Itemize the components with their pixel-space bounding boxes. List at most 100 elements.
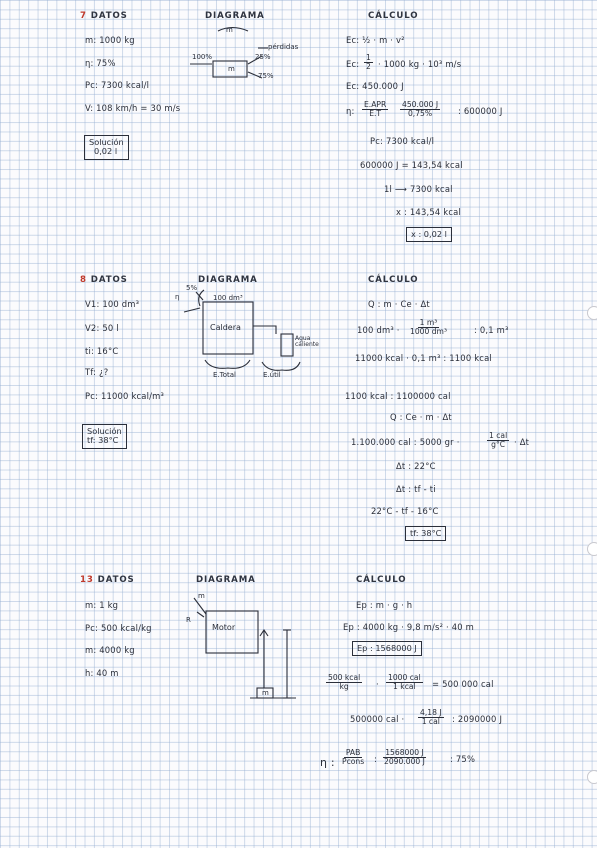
problem8-eq2-left: 100 dm³ · bbox=[357, 325, 400, 335]
problem13-input-line bbox=[193, 597, 207, 615]
problem7-solution-box: Solución 0,02 l bbox=[84, 135, 129, 160]
problem7-eq2-num: 1 bbox=[364, 53, 373, 63]
problem13-eq6-result: : 75% bbox=[450, 754, 476, 764]
problem8-eq1: Q : m · Ce · Δt bbox=[368, 299, 430, 309]
problem8-pipe bbox=[253, 325, 277, 334]
problem7-eq8: x : 143,54 kcal bbox=[396, 207, 461, 217]
problem13-eq4-frac1: 500 kcal kg bbox=[326, 673, 363, 691]
problem7-eq4-f2-den: 0,75% bbox=[407, 108, 433, 118]
problem8-caldera-box bbox=[202, 301, 254, 355]
problem8-number: 8 bbox=[80, 275, 87, 285]
problem7-result: x : 0,02 l bbox=[411, 229, 447, 239]
problem7-loss-arrow bbox=[247, 55, 263, 65]
binder-hole-2 bbox=[587, 542, 597, 556]
problem13-m2: m: 4000 kg bbox=[85, 645, 135, 655]
problem13-motor-box bbox=[205, 610, 259, 654]
problem13-eq3: Ep : 1568000 J bbox=[357, 643, 417, 653]
problem13-diagram-mbox: m bbox=[262, 689, 269, 697]
problem13-eq6-f1-den: Pcons bbox=[342, 756, 365, 766]
problem13-eq4-f2-num: 1000 cal bbox=[386, 673, 423, 683]
problem7-output-arrow bbox=[247, 71, 263, 79]
problem8-eq2-den: 1000 dm³ bbox=[410, 326, 448, 336]
problem13-heading: 13 DATOS bbox=[80, 576, 135, 585]
problem13-rope-arrow bbox=[259, 629, 269, 637]
problem7-diagram-25: 25% bbox=[255, 53, 271, 61]
problem8-eq2-right: : 0,1 m³ bbox=[474, 325, 509, 335]
problem8-diagram-100dm3: 100 dm³ bbox=[213, 294, 243, 302]
problem13-eq4-right: = 500 000 cal bbox=[432, 679, 494, 689]
problem13-eq4-f1-num: 500 kcal bbox=[326, 673, 363, 683]
problem8-eq2-frac: 1 m³ 1000 dm³ bbox=[408, 319, 449, 336]
problem8-solution-box: Solución tf: 38°C bbox=[82, 424, 127, 449]
problem8-eq6-den: g°C bbox=[491, 439, 506, 449]
problem7-eq2-left: Ec: bbox=[346, 59, 360, 69]
problem13-r-line bbox=[196, 611, 205, 618]
problem8-eq5: Q : Ce · m · Δt bbox=[390, 412, 452, 422]
problem7-eq4-f2-num: 450.000 J bbox=[400, 100, 441, 110]
problem8-loss-arc bbox=[198, 289, 205, 307]
problem7-eq4-eta: η: bbox=[346, 106, 355, 116]
problem13-eq2: Ep : 4000 kg · 9,8 m/s² · 40 m bbox=[343, 622, 475, 632]
problem13-eq6-frac1: PAB Pcons bbox=[340, 749, 366, 766]
problem8-eutil-brace bbox=[261, 361, 301, 371]
problem8-eq4: 1100 kcal : 1100000 cal bbox=[345, 391, 451, 401]
problem8-eq6-right: · Δt bbox=[514, 437, 530, 447]
problem13-datos-heading: DATOS bbox=[97, 575, 135, 585]
problem13-eq6-mid: : bbox=[374, 754, 378, 764]
problem13-eq1: Ep : m · g · h bbox=[356, 600, 413, 610]
problem8-pc: Pc: 11000 kcal/m³ bbox=[85, 391, 165, 401]
problem7-velocity: V: 108 km/h = 30 m/s bbox=[85, 103, 181, 113]
problem8-agua-tank bbox=[280, 333, 294, 357]
problem8-diagram-eutil: E.útil bbox=[263, 371, 281, 379]
problem13-eq5-frac: 4,18 J 1 cal bbox=[418, 709, 444, 726]
binder-hole-1 bbox=[587, 306, 597, 320]
problem7-heading: 7 DATOS bbox=[80, 12, 128, 21]
problem8-diagram-5pct: 5% bbox=[186, 284, 198, 292]
problem7-efficiency: η: 75% bbox=[85, 58, 116, 68]
problem8-eq6-num: 1 cal bbox=[487, 431, 510, 441]
problem8-eta-line bbox=[183, 307, 201, 313]
problem13-eq4-f1-den: kg bbox=[339, 681, 349, 691]
problem8-diagram-agua: Agua caliente bbox=[295, 335, 319, 349]
problem7-eq4-result: : 600000 J bbox=[458, 106, 503, 116]
problem8-v2: V2: 50 l bbox=[85, 323, 119, 333]
problem7-eq4-f1-den: E.T bbox=[369, 108, 382, 118]
problem7-eq2-right: · 1000 kg · 10³ m/s bbox=[378, 59, 462, 69]
problem7-diagram-75: 75% bbox=[258, 72, 274, 80]
problem8-result-box: tf: 38°C bbox=[405, 526, 447, 542]
problem8-eq9: 22°C - tf - 16°C bbox=[371, 506, 439, 516]
problem7-result-box: x : 0,02 l bbox=[406, 227, 452, 243]
problem7-diagram-100: 100% bbox=[192, 53, 213, 61]
problem13-diagram-m: m bbox=[198, 592, 205, 600]
problem13-eq4-frac2: 1000 cal 1 kcal bbox=[386, 674, 423, 691]
problem7-number: 7 bbox=[80, 11, 87, 21]
problem8-ti: ti: 16°C bbox=[85, 346, 119, 356]
problem7-eq4-f1-num: E.APR bbox=[362, 100, 389, 110]
problem13-diagram-heading: DIAGRAMA bbox=[196, 575, 256, 585]
problem13-eq6-frac2: 1568000 J 2090.000 J bbox=[382, 749, 427, 766]
problem8-eq7: Δt : 22°C bbox=[396, 461, 436, 471]
problem13-eq4-f2-den: 1 kcal bbox=[393, 681, 416, 691]
problem8-eq6-left: 1.100.000 cal : 5000 gr · bbox=[351, 437, 460, 447]
problem13-eq6-eta: η : bbox=[320, 756, 335, 769]
problem7-eq2-frac: 1 2 bbox=[364, 54, 373, 71]
problem7-eq7: 1l ⟶ 7300 kcal bbox=[384, 184, 453, 194]
problem8-tf: Tf: ¿? bbox=[85, 367, 109, 377]
problem13-eq5-num: 4,18 J bbox=[418, 708, 444, 718]
problem7-datos-heading: DATOS bbox=[90, 11, 128, 21]
problem8-calc-heading: CÁLCULO bbox=[368, 275, 419, 285]
problem7-diagram-heading: DIAGRAMA bbox=[205, 11, 265, 21]
problem7-solution-label: Solución bbox=[89, 137, 124, 147]
problem13-diagram-motor: Motor bbox=[212, 623, 236, 632]
problem13-eq6-f1-num: PAB bbox=[343, 748, 363, 758]
problem8-diagram-eta: η bbox=[175, 293, 180, 301]
problem7-top-arc bbox=[217, 26, 249, 32]
problem7-eq5: Pc: 7300 kcal/l bbox=[370, 136, 435, 146]
problem8-result: tf: 38°C bbox=[410, 528, 442, 538]
problem8-datos-heading: DATOS bbox=[90, 275, 128, 285]
problem13-eq6-f2-den: 2090.000 J bbox=[384, 756, 425, 766]
binder-hole-3 bbox=[587, 770, 597, 784]
problem8-etotal-brace bbox=[204, 359, 251, 369]
problem7-machine-box bbox=[212, 60, 248, 78]
